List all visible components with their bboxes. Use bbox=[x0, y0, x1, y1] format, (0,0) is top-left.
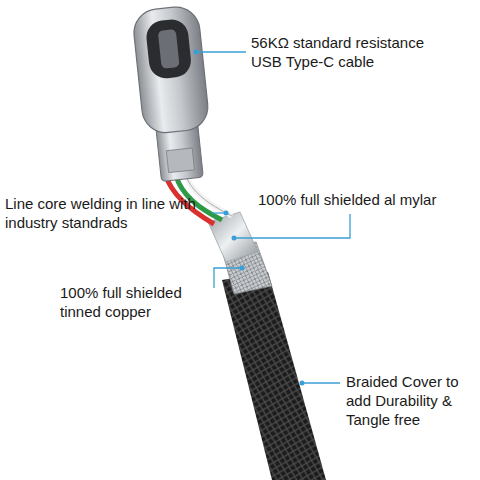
callout-label-box: 100% full shielded tinned copper bbox=[60, 283, 210, 321]
callout-label-box: 100% full shielded al mylar bbox=[258, 190, 468, 209]
callout-label: 100% full shielded tinned copper bbox=[60, 283, 210, 321]
leader-dots bbox=[194, 50, 305, 386]
leader-line bbox=[196, 51, 246, 52]
plug-opening bbox=[145, 18, 193, 80]
callout-label-box: Line core welding in line with industry … bbox=[5, 194, 210, 232]
plug-shell bbox=[132, 5, 211, 135]
callout-label: Line core welding in line with industry … bbox=[5, 194, 210, 232]
leader-lines bbox=[196, 52, 350, 383]
plug-tongue bbox=[158, 29, 180, 69]
leader-line bbox=[234, 214, 350, 238]
braided-cover bbox=[222, 272, 326, 480]
callout-label: Braided Cover to add Durability & Tangle… bbox=[346, 372, 472, 429]
mylar-shield bbox=[208, 212, 258, 262]
leader-dot bbox=[194, 50, 199, 55]
leader-dot bbox=[232, 236, 237, 241]
callout-label: 56KΩ standard resistance USB Type-C cabl… bbox=[251, 33, 446, 71]
leader-line bbox=[214, 268, 242, 288]
usb-c-plug bbox=[132, 5, 216, 183]
leader-dot bbox=[224, 211, 229, 216]
leader-line bbox=[302, 382, 340, 383]
callout-label-box: 56KΩ standard resistance USB Type-C cabl… bbox=[251, 33, 446, 71]
crimp-inner bbox=[166, 148, 194, 173]
callout-label: 100% full shielded al mylar bbox=[258, 190, 468, 209]
leader-dot bbox=[300, 381, 305, 386]
leader-dot bbox=[240, 266, 245, 271]
callout-label-box: Braided Cover to add Durability & Tangle… bbox=[346, 372, 472, 429]
